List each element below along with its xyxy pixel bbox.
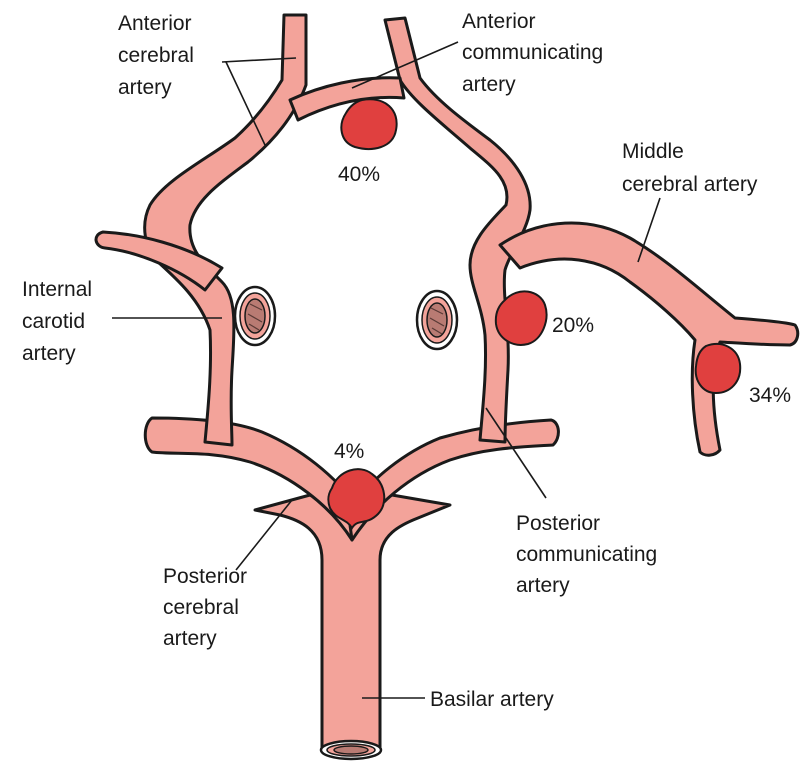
label-posterior-communicating: Posterior communicating artery [516,512,663,597]
basilar-lumen [321,741,381,759]
pct-posterior-communicating: 20% [552,314,594,337]
pct-basilar-tip: 4% [334,440,364,463]
aneurysm-anterior-communicating [341,99,396,149]
pct-middle-cerebral: 34% [749,384,791,407]
label-posterior-cerebral: Posterior cerebral artery [163,565,253,650]
label-anterior-cerebral: Anterior cerebral artery [118,12,200,99]
aneurysm-middle-cerebral [696,344,741,393]
middle-cerebral-stub-left [96,232,222,290]
internal-carotid-lumen-left [235,287,275,345]
pct-anterior-communicating: 40% [338,163,380,186]
label-anterior-communicating: Anterior communicating artery [462,10,609,96]
internal-carotid-lumen-right [417,291,457,349]
label-basilar: Basilar artery [430,688,554,711]
label-middle-cerebral: Middle cerebral artery [622,140,758,196]
label-internal-carotid: Internal carotid artery [22,278,98,365]
